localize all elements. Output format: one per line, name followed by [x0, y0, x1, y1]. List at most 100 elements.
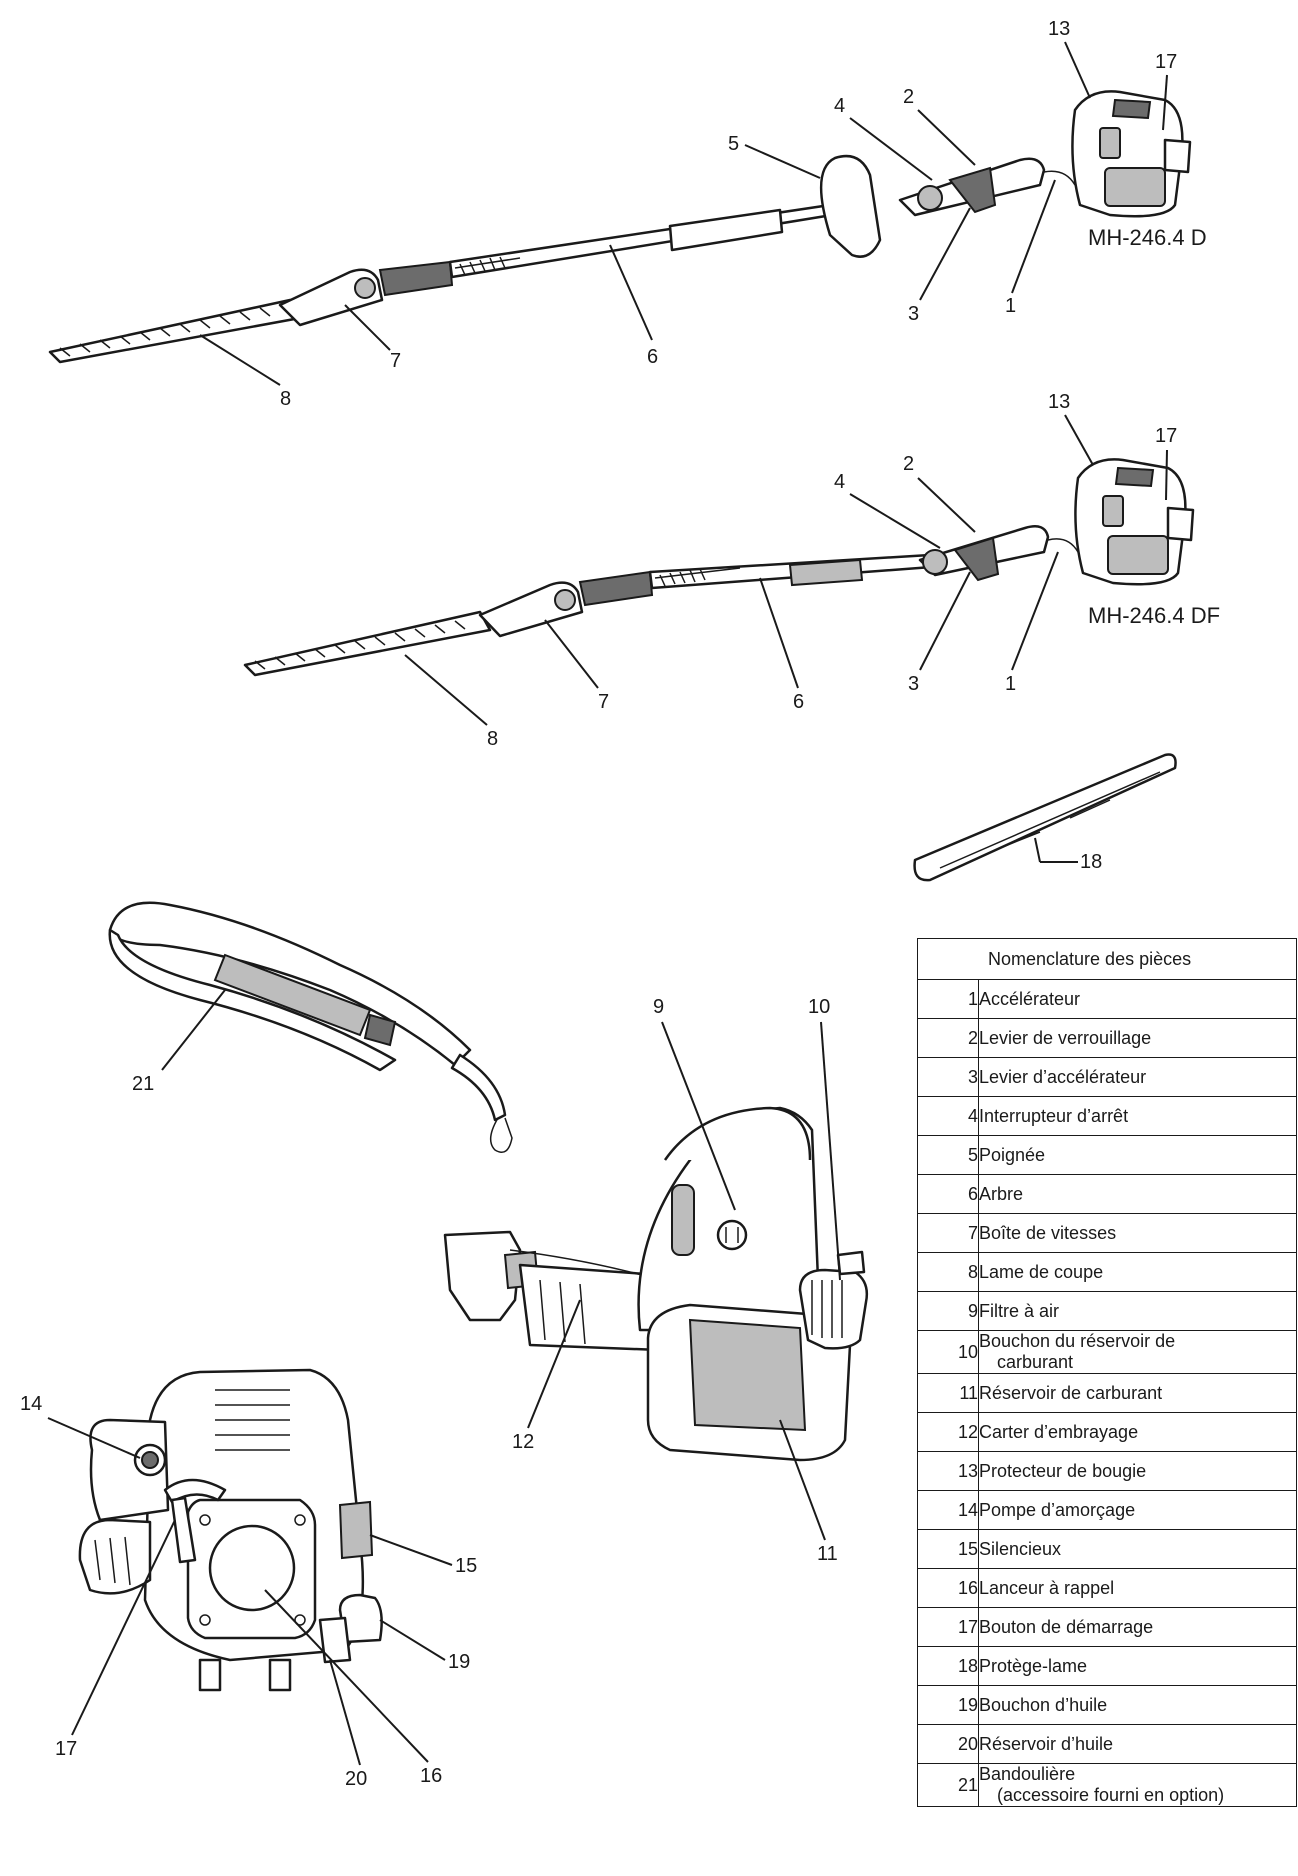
part-label-text: Bouton de démarrage: [979, 1616, 1154, 1637]
top-callouts: 13 17 4 2 5 3 1 6 7 8 MH-246.4 D: [199, 18, 1207, 410]
part-label: Boîte de vitesses: [978, 1213, 1297, 1253]
part-label-text: Réservoir d’huile: [979, 1733, 1114, 1754]
part-label-text: Pompe d’amorçage: [979, 1499, 1136, 1520]
part-label-text: Lanceur à rappel: [979, 1577, 1115, 1598]
blade-guard: 18: [913, 753, 1177, 882]
part-number: 17: [917, 1607, 979, 1647]
callout-label: 13: [1048, 391, 1070, 413]
callout-label: 20: [345, 1768, 367, 1790]
part-label-text: Levier de verrouillage: [979, 1027, 1152, 1048]
part-number: 4: [917, 1096, 979, 1136]
part-label: Silencieux: [978, 1529, 1297, 1569]
part-number: 19: [917, 1685, 979, 1725]
callout-label: 17: [1155, 425, 1177, 447]
callout-label: 14: [20, 1393, 42, 1415]
engine-front-view: 14 15 19 17 20 16: [20, 1368, 477, 1790]
part-label-text: Levier d’accélérateur: [979, 1066, 1147, 1087]
part-label: Accélérateur: [978, 979, 1297, 1019]
part-label: Interrupteur d’arrêt: [978, 1096, 1297, 1136]
callout-label: 16: [420, 1765, 442, 1787]
part-number: 21: [917, 1763, 979, 1807]
callout-label: 6: [647, 346, 658, 368]
callout-label: 8: [280, 388, 291, 410]
part-label-text: Silencieux: [979, 1538, 1062, 1559]
callout-label: 5: [728, 133, 739, 155]
part-label-text: Réservoir de carburant: [979, 1382, 1163, 1403]
callout-label: 17: [1155, 51, 1177, 73]
callout-label: 4: [834, 95, 845, 117]
table-header-row: Nomenclature des pièces: [917, 938, 1297, 980]
callout-label: 3: [908, 673, 919, 695]
part-label-text: Carter d’embrayage: [979, 1421, 1139, 1442]
part-number: 20: [917, 1724, 979, 1764]
callout-label: 13: [1048, 18, 1070, 40]
callout-label: 21: [132, 1073, 154, 1095]
callout-label: 9: [653, 996, 664, 1018]
part-label: Lame de coupe: [978, 1252, 1297, 1292]
fuel-cap: [798, 1268, 869, 1350]
part-number: 3: [917, 1057, 979, 1097]
part-number: 12: [917, 1412, 979, 1452]
part-number: 14: [917, 1490, 979, 1530]
part-number: 13: [917, 1451, 979, 1491]
part-number: 9: [917, 1291, 979, 1331]
part-label-text: Interrupteur d’arrêt: [979, 1105, 1129, 1126]
hedge-trimmer-df: [243, 458, 1195, 677]
part-number: 11: [917, 1373, 979, 1413]
part-label-text: Lame de coupe: [979, 1261, 1104, 1282]
part-label: Filtre à air: [978, 1291, 1297, 1331]
callout-label: 7: [390, 350, 401, 372]
callout-label: 18: [1080, 851, 1102, 873]
callout-label: 4: [834, 471, 845, 493]
callout-label: 11: [817, 1543, 838, 1565]
callout-label: 17: [55, 1738, 77, 1760]
part-label: Levier de verrouillage: [978, 1018, 1297, 1058]
hedge-trimmer-d: [48, 90, 1192, 364]
part-label-text: Protecteur de bougie: [979, 1460, 1147, 1481]
loop-handle: [819, 154, 882, 258]
part-number: 8: [917, 1252, 979, 1292]
part-number: 6: [917, 1174, 979, 1214]
part-label: Levier d’accélérateur: [978, 1057, 1297, 1097]
part-number: 7: [917, 1213, 979, 1253]
part-label: Carter d’embrayage: [978, 1412, 1297, 1452]
callout-label: 12: [512, 1431, 534, 1453]
part-label-text: Bouchon d’huile: [979, 1694, 1108, 1715]
part-label-text: Accélérateur: [979, 988, 1081, 1009]
part-number: 15: [917, 1529, 979, 1569]
part-label: Lanceur à rappel: [978, 1568, 1297, 1608]
cutting-blade: [243, 610, 492, 677]
part-number: 18: [917, 1646, 979, 1686]
part-label: Bandoulière(accessoire fourni en option): [978, 1763, 1297, 1807]
callout-label: 1: [1005, 295, 1016, 317]
callout-label: 2: [903, 86, 914, 108]
part-label-text: Poignée: [979, 1144, 1046, 1165]
model-label: MH-246.4 DF: [1088, 603, 1220, 628]
model-label: MH-246.4 D: [1088, 225, 1207, 250]
part-label: Poignée: [978, 1135, 1297, 1175]
part-label: Bouchon d’huile: [978, 1685, 1297, 1725]
engine-side-view: 9 10 12 11: [443, 996, 869, 1565]
callout-label: 15: [455, 1555, 477, 1577]
muffler: [338, 1500, 374, 1560]
part-label-text: Bandoulière: [979, 1764, 1076, 1784]
callout-label: 1: [1005, 673, 1016, 695]
part-number: 5: [917, 1135, 979, 1175]
table-header: Nomenclature des pièces: [917, 938, 1297, 980]
